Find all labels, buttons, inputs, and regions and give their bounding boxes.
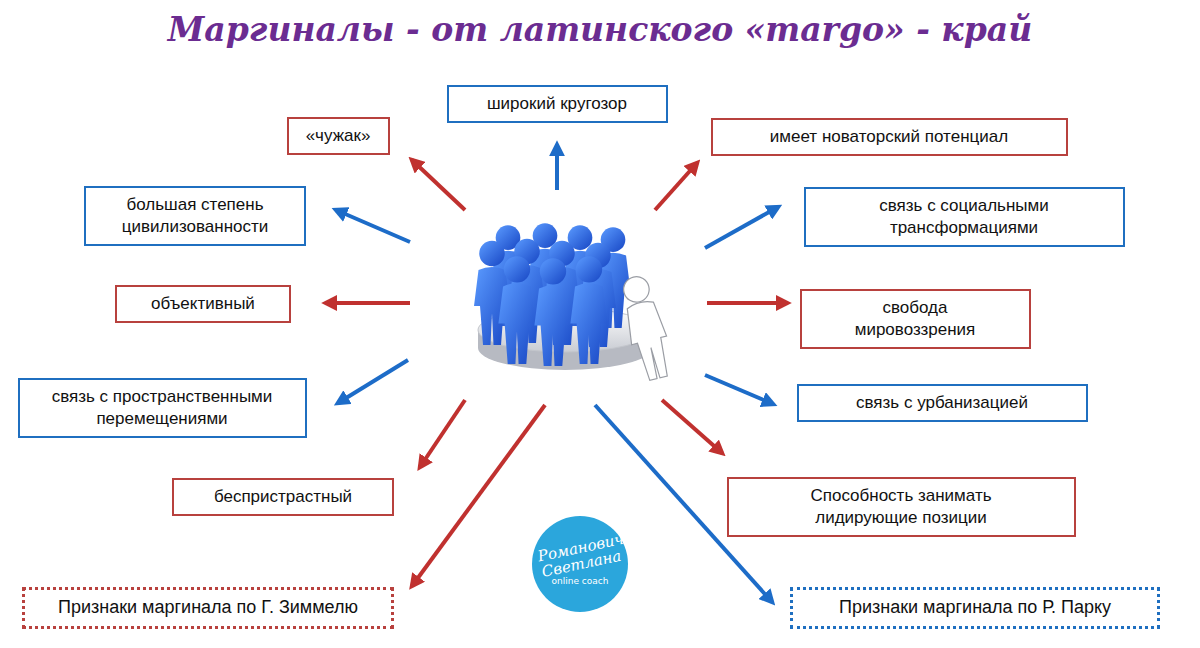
person-figure	[570, 256, 607, 364]
trait-box: объективный	[115, 285, 291, 323]
arrow	[412, 405, 545, 586]
box-text: Признаки маргинала по Р. Парку	[839, 596, 1111, 619]
arrow	[705, 375, 773, 404]
person-figure	[498, 256, 535, 364]
trait-box: связь с урбанизацией	[797, 384, 1088, 422]
box-text: беспристрастный	[214, 486, 352, 508]
arrow	[662, 400, 722, 453]
box-text: «чужак»	[306, 125, 371, 147]
trait-box: «чужак»	[287, 117, 390, 155]
trait-box: связь с пространственными перемещениями	[18, 378, 307, 438]
box-text: связь с пространственными перемещениями	[30, 386, 295, 430]
arrow	[326, 301, 410, 305]
arrow	[707, 301, 787, 305]
arrow	[336, 210, 410, 242]
box-text: имеет новаторский потенциал	[770, 126, 1008, 148]
watermark-name: Романович Светлана	[537, 533, 624, 581]
person-figure	[534, 258, 571, 366]
watermark-subtitle: online coach	[540, 576, 620, 587]
box-text: большая степень цивилизованности	[96, 194, 294, 238]
trait-box: большая степень цивилизованности	[84, 186, 306, 246]
title-text: Маргиналы - от латинского «margo» - край	[0, 10, 1200, 49]
box-text: Способность занимать лидирующие позиции	[789, 485, 1014, 529]
trait-box: беспристрастный	[172, 478, 394, 516]
box-text: связь с урбанизацией	[856, 392, 1028, 414]
arrow	[705, 207, 778, 248]
trait-box: свобода мировоззрения	[800, 289, 1031, 349]
trait-box: имеет новаторский потенциал	[711, 118, 1068, 156]
arrow	[338, 360, 408, 403]
arrow	[420, 400, 465, 467]
source-box: Признаки маргинала по Г. Зиммелю	[22, 587, 394, 628]
box-text: объективный	[151, 293, 255, 315]
diagram-title: Маргиналы - от латинского «margo» - край	[0, 10, 1200, 49]
box-text: свобода мировоззрения	[842, 297, 989, 341]
trait-box: Способность занимать лидирующие позиции	[727, 477, 1076, 537]
people	[474, 223, 630, 366]
box-text: Признаки маргинала по Г. Зиммелю	[58, 596, 358, 619]
outsider-figure	[616, 273, 676, 383]
arrow	[555, 145, 559, 190]
box-text: широкий кругозор	[487, 93, 627, 115]
trait-box: широкий кругозор	[447, 85, 668, 123]
arrow	[412, 160, 465, 210]
arrow	[655, 163, 697, 210]
box-text: связь с социальными трансформациями	[816, 195, 1113, 239]
watermark-logo: Романович Светланаonline coach	[532, 516, 628, 612]
source-box: Признаки маргинала по Р. Парку	[790, 587, 1160, 628]
trait-box: связь с социальными трансформациями	[804, 187, 1125, 247]
